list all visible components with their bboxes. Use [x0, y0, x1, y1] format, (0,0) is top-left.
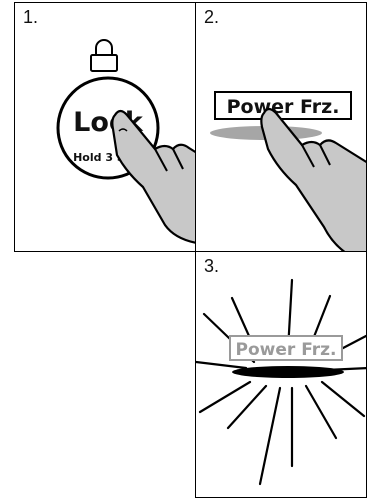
step-1-panel: 1. Lock Hold 3 Sec.: [14, 2, 196, 252]
padlock-icon: [91, 40, 117, 71]
step-3-panel: 3. Power Frz.: [195, 251, 367, 498]
glow-rays-icon: [196, 280, 367, 484]
step-2-illustration: Power Frz.: [196, 3, 367, 252]
step-1-illustration: Lock Hold 3 Sec.: [15, 3, 196, 252]
power-freeze-label: Power Frz.: [227, 96, 340, 118]
button-shadow: [232, 366, 344, 378]
power-freeze-label: Power Frz.: [236, 340, 337, 360]
step-2-panel: 2. Power Frz.: [195, 2, 367, 252]
step-3-illustration: Power Frz.: [196, 252, 367, 498]
